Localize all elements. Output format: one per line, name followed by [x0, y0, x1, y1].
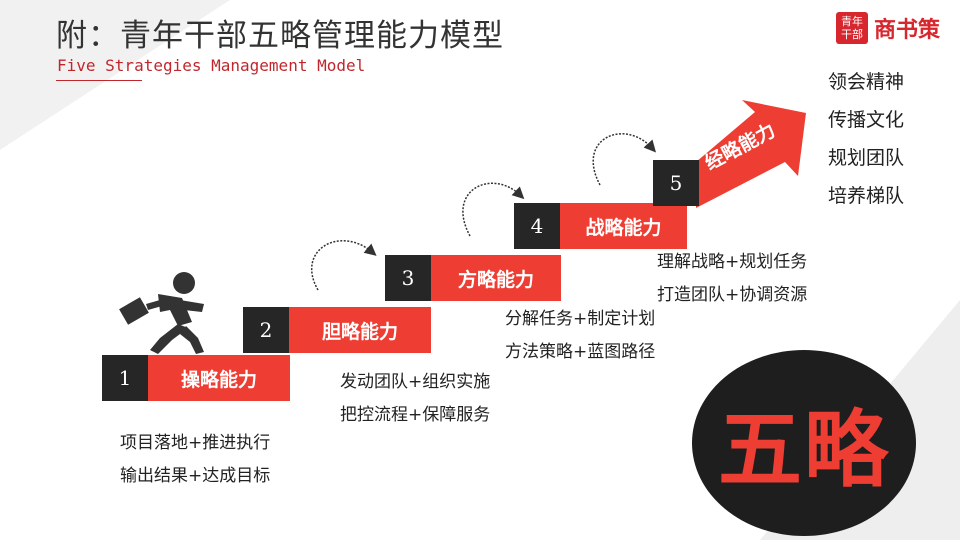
- desc-line: 把控流程+保障服务: [340, 405, 491, 425]
- desc-line: 方法策略+蓝图路径: [505, 342, 656, 362]
- step-1: 1 操略能力: [102, 355, 290, 401]
- curved-arrow-icon: [311, 240, 377, 291]
- curved-arrow-icon: [592, 133, 657, 186]
- step-number: 1: [102, 355, 148, 401]
- desc-line: 传播文化: [828, 109, 905, 131]
- step-1-desc: 项目落地+推进执行 输出结果+达成目标: [120, 427, 270, 493]
- step-3-desc: 分解任务+制定计划 方法策略+蓝图路径: [505, 303, 655, 369]
- step-label: 操略能力: [148, 355, 290, 401]
- desc-line: 领会精神: [828, 71, 905, 93]
- step-number: 2: [243, 307, 289, 353]
- desc-line: 发动团队+组织实施: [340, 372, 491, 392]
- step-number: 5: [653, 160, 699, 206]
- step-2: 2 胆略能力: [243, 307, 431, 353]
- step-2-desc: 发动团队+组织实施 把控流程+保障服务: [340, 366, 490, 432]
- page-title: 附：青年干部五略管理能力模型: [56, 18, 504, 54]
- desc-line: 打造团队+协调资源: [657, 285, 808, 305]
- step-5: 5: [653, 160, 699, 206]
- brand-name: 商书策: [873, 18, 940, 43]
- step-label: 战略能力: [560, 203, 687, 249]
- desc-line: 培养梯队: [828, 185, 905, 207]
- step-number: 3: [385, 255, 431, 301]
- seal-logo: 青年 干部: [835, 12, 868, 44]
- step-4: 4 战略能力: [514, 203, 687, 249]
- desc-line: 输出结果+达成目标: [120, 466, 271, 486]
- brand-logo: 青年 干部 商书策: [835, 12, 940, 44]
- page-subtitle: Five Strategies Management Model: [57, 56, 366, 75]
- desc-line: 分解任务+制定计划: [505, 309, 656, 329]
- running-man-icon: [119, 272, 204, 354]
- step-3: 3 方略能力: [385, 255, 561, 301]
- step-4-desc: 理解战略+规划任务 打造团队+协调资源: [657, 246, 807, 312]
- step-label: 方略能力: [431, 255, 561, 301]
- desc-line: 理解战略+规划任务: [657, 252, 808, 272]
- curved-arrow-icon: [462, 182, 525, 237]
- step-5-desc: 领会精神 传播文化 规划团队 培养梯队: [828, 63, 904, 215]
- desc-line: 规划团队: [828, 147, 905, 169]
- title-underline: [56, 80, 142, 81]
- step-number: 4: [514, 203, 560, 249]
- badge-text: 五略: [717, 400, 890, 499]
- desc-line: 项目落地+推进执行: [120, 433, 271, 453]
- five-strategies-badge: 五略: [692, 350, 916, 536]
- big-arrow-icon: [696, 100, 806, 208]
- step-label: 胆略能力: [289, 307, 431, 353]
